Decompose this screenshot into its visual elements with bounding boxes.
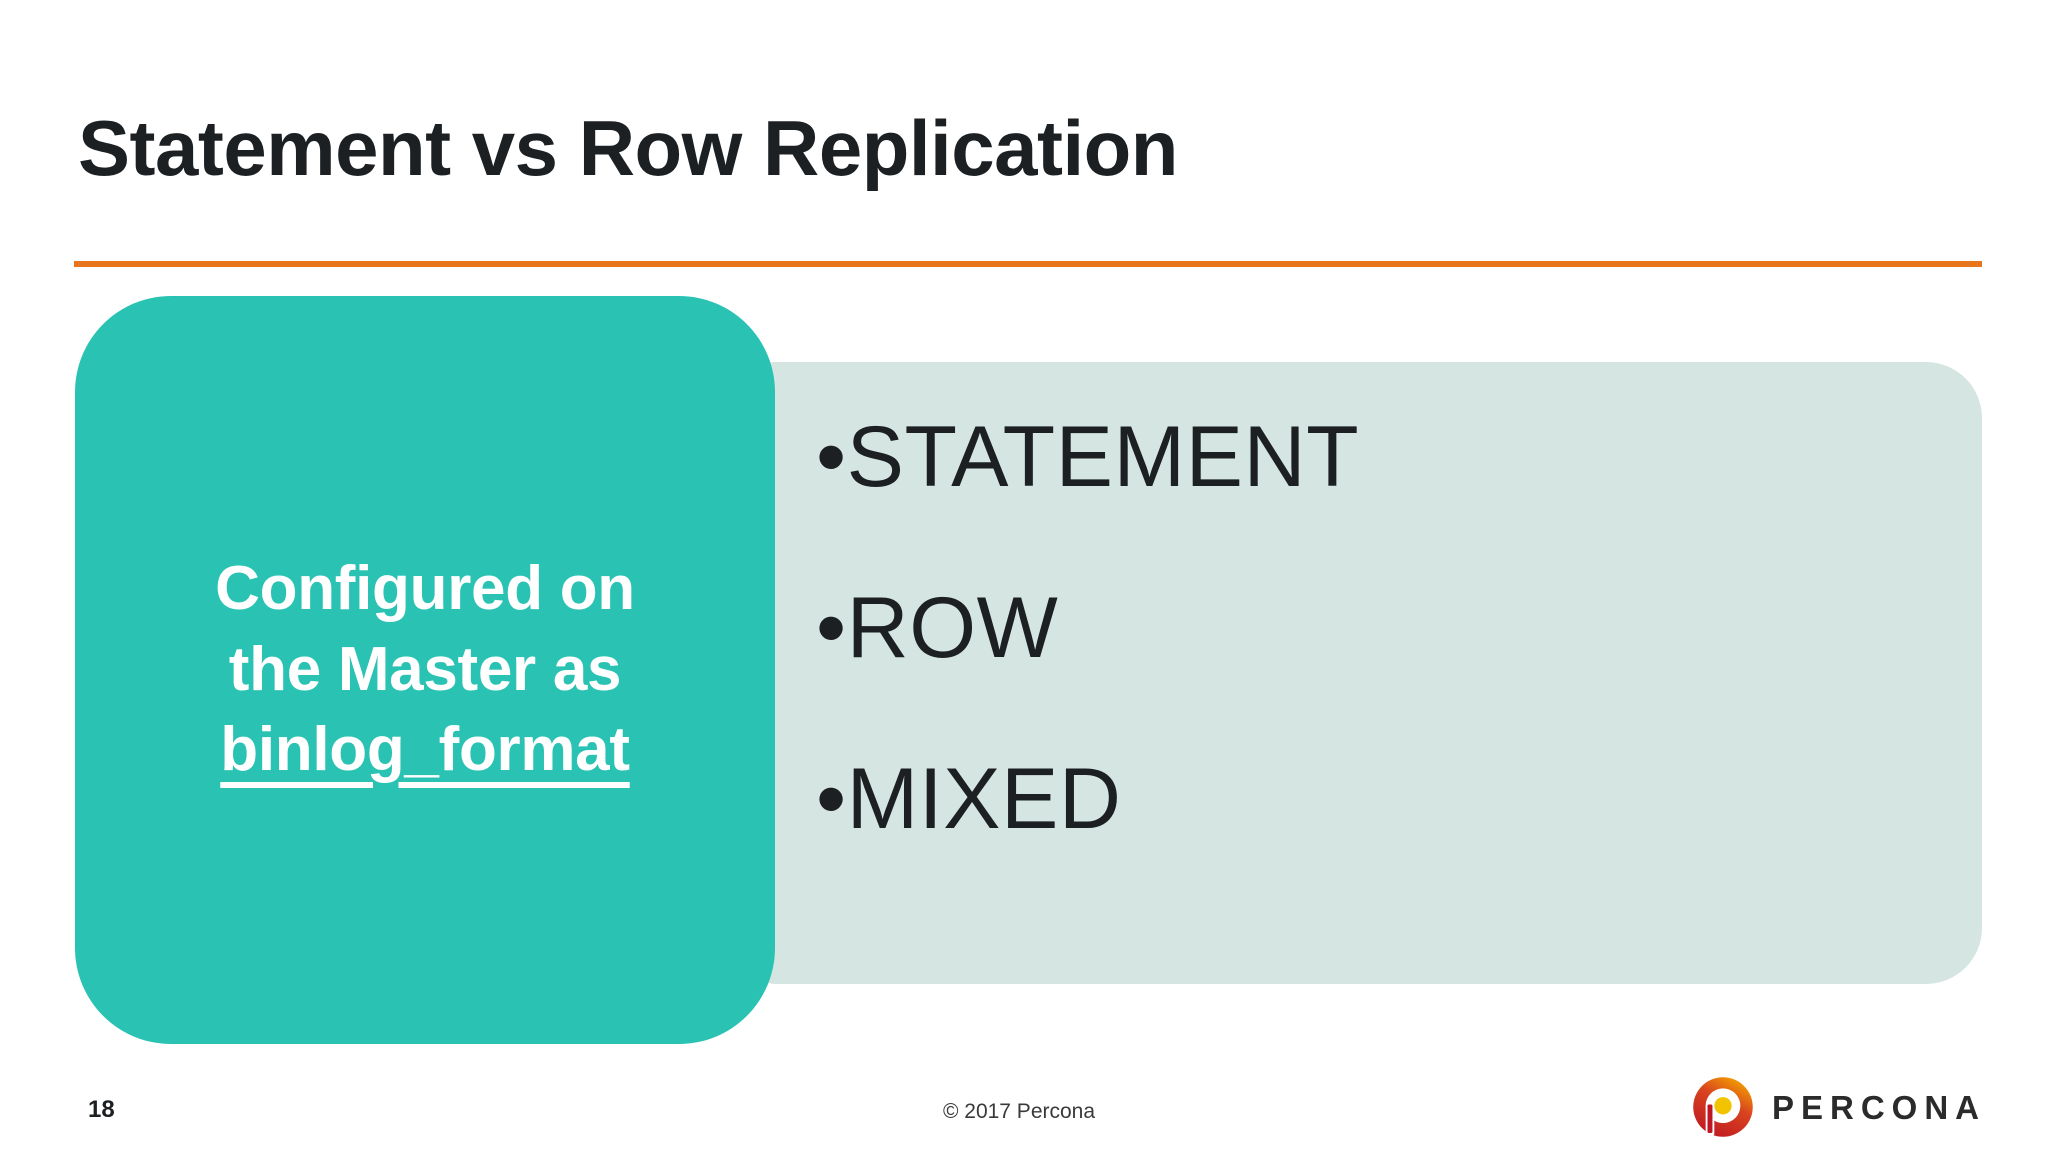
percona-wordmark: PERCONA [1771,1088,1986,1126]
title-divider-rule [74,261,1982,267]
callout-line-2: the Master as [228,634,622,704]
binlog-format-options-list: • STATEMENT • ROW • MIXED [816,414,1942,842]
callout-line-1: Configured on [215,554,635,624]
bullet-icon: • [816,580,847,676]
copyright-text: © 2017 Percona [942,1100,1096,1123]
list-item-label: MIXED [846,751,1122,847]
list-item-label: ROW [846,580,1059,676]
list-item-label: STATEMENT [846,409,1360,505]
percona-p-mark-icon [1693,1077,1753,1137]
percona-logo: PERCONA [1692,1076,1986,1138]
list-item: • ROW [816,585,1942,671]
page-number: 18 [88,1096,115,1123]
list-item: • STATEMENT [816,414,1942,500]
callout-text: Configured on the Master as binlog_forma… [215,549,635,791]
callout-code-term: binlog_format [220,715,630,785]
content-panel: • STATEMENT • ROW • MIXED [760,362,1982,984]
copyright-notice: © 2017 Percona [0,1100,2048,1124]
bullet-icon: • [816,751,847,847]
callout-box: Configured on the Master as binlog_forma… [75,296,775,1044]
bullet-icon: • [816,409,847,505]
list-item: • MIXED [816,756,1942,842]
page-title: Statement vs Row Replication [78,104,1178,192]
